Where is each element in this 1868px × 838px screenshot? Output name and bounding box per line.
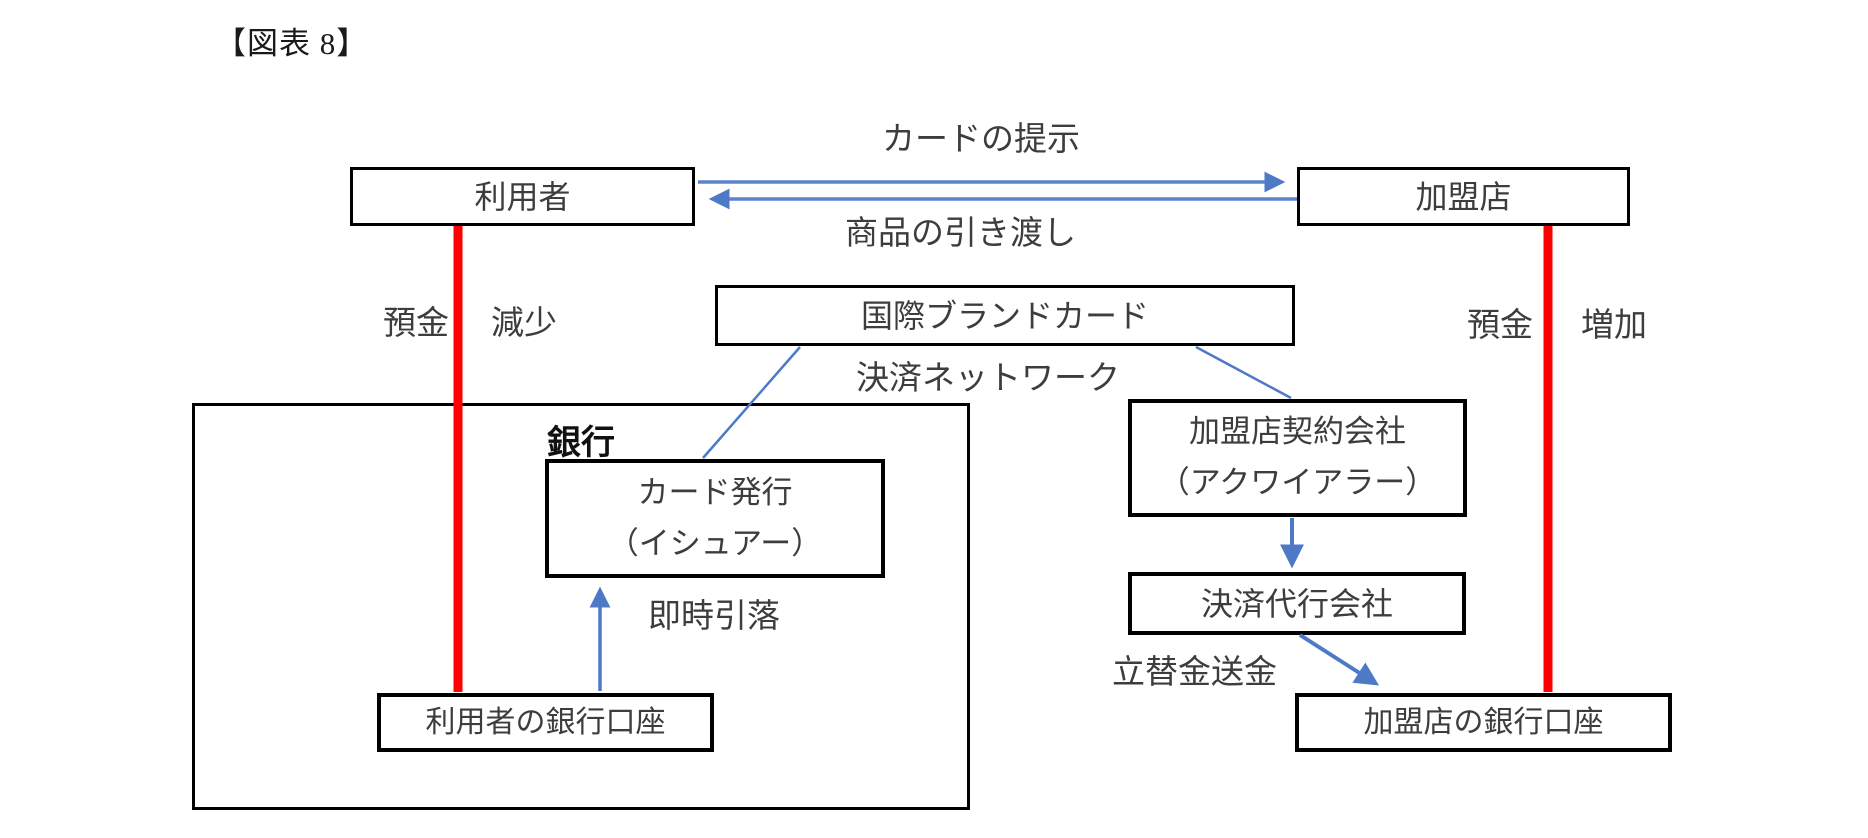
psp-to-merchant-account-arrow — [1298, 633, 1380, 686]
brand-card-box-label: 国際ブランドカード — [860, 297, 1149, 334]
card-presentation-label: カードの提示 — [882, 120, 1080, 157]
user-box: 利用者 — [350, 167, 695, 226]
goods-delivery-label: 商品の引き渡し — [845, 214, 1076, 251]
acquirer-box-label-line1: 加盟店契約会社 — [1189, 414, 1406, 450]
psp-box: 決済代行会社 — [1128, 572, 1466, 635]
merchant-box-label: 加盟店 — [1415, 178, 1512, 215]
deposit-right-label: 預金 — [1467, 306, 1533, 343]
merchant-account-box-label: 加盟店の銀行口座 — [1363, 705, 1604, 739]
deposit-left-label: 預金 — [383, 304, 449, 341]
merchant-account-box: 加盟店の銀行口座 — [1295, 693, 1672, 752]
issuer-box-label-line1: カード発行 — [637, 474, 793, 510]
payment-network-label: 決済ネットワーク — [856, 359, 1120, 396]
network-to-acquirer-line — [1195, 345, 1292, 400]
merchant-box: 加盟店 — [1297, 167, 1630, 226]
bank-box-label: 銀行 — [547, 424, 615, 462]
acquirer-box: 加盟店契約会社 （アクワイアラー） — [1128, 399, 1467, 517]
decrease-label: 減少 — [491, 304, 557, 341]
user-account-box-label: 利用者の銀行口座 — [425, 705, 666, 739]
brand-card-box: 国際ブランドカード — [715, 285, 1295, 346]
psp-box-label: 決済代行会社 — [1200, 585, 1393, 622]
user-box-label: 利用者 — [474, 178, 571, 215]
acquirer-box-label-line2: （アクワイアラー） — [1158, 465, 1437, 500]
user-account-box: 利用者の銀行口座 — [377, 693, 714, 752]
advance-remittance-label: 立替金送金 — [1112, 653, 1277, 690]
issuer-box-label-line2: （イシュアー） — [607, 525, 823, 561]
increase-label: 増加 — [1581, 306, 1647, 343]
issuer-box: カード発行 （イシュアー） — [545, 459, 885, 578]
figure-title: 【図表 8】 — [215, 26, 369, 61]
instant-debit-label: 即時引落 — [648, 597, 780, 634]
